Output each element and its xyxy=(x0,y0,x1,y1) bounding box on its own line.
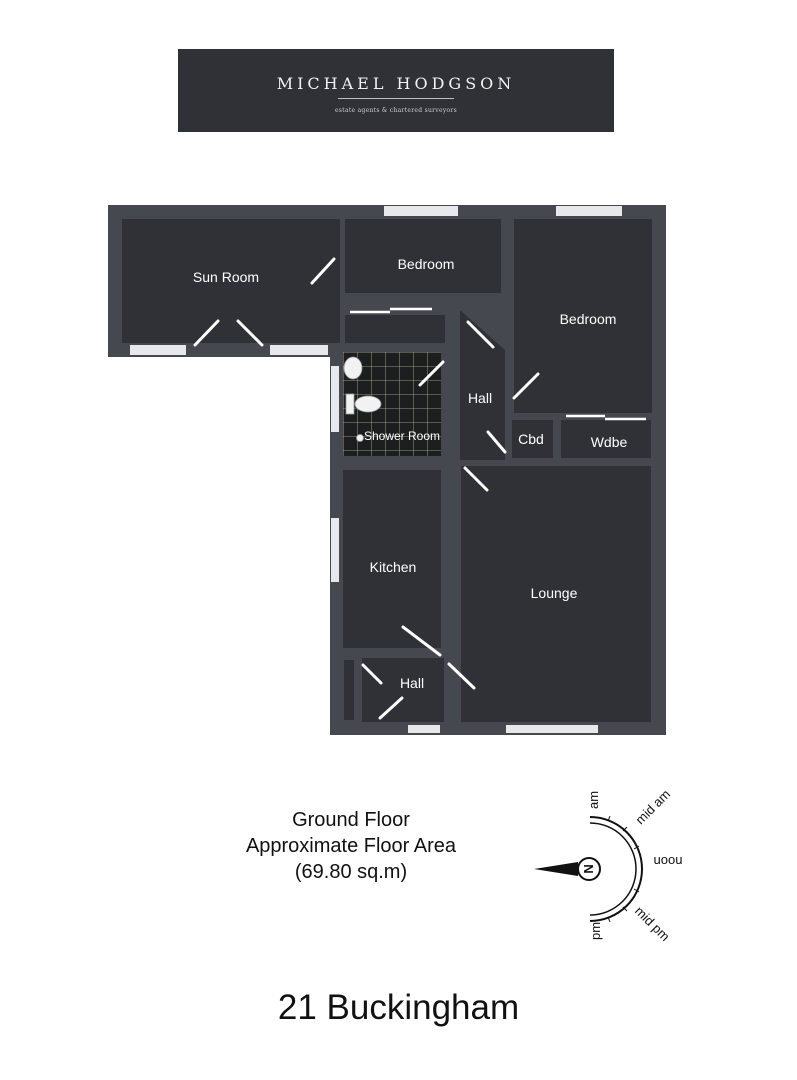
window xyxy=(556,206,622,216)
sun-path-arc-inner xyxy=(589,822,637,916)
room-label-hall-lower: Hall xyxy=(400,675,424,691)
lounge xyxy=(461,466,651,722)
window xyxy=(270,345,328,355)
compass-label-mid-pm: mid pm xyxy=(632,903,673,944)
compass-label-pm: pm xyxy=(588,922,603,940)
sun-path-ticks xyxy=(607,815,640,923)
hall-lower-cupboard xyxy=(344,660,354,720)
brand-name: MICHAEL HODGSON xyxy=(276,74,516,93)
window xyxy=(331,366,339,432)
room-label-bedroom-2: Bedroom xyxy=(560,311,617,327)
brand-banner: MICHAEL HODGSON estate agents & chartere… xyxy=(178,49,614,132)
brand-tagline: estate agents & chartered surveyors xyxy=(335,107,457,114)
hall-lower xyxy=(362,658,444,722)
sliding-doors xyxy=(350,307,646,421)
compass-rose: N am mid am noon mid pm pm xyxy=(534,786,683,944)
doors xyxy=(193,257,540,720)
compass-label-mid-am: mid am xyxy=(632,786,673,827)
room-label-kitchen: Kitchen xyxy=(370,559,417,575)
sun-room xyxy=(122,219,340,343)
north-letter: N xyxy=(581,864,596,873)
room-label-hall-upper: Hall xyxy=(468,390,492,406)
wdbe xyxy=(561,420,651,458)
area-label: Approximate Floor Area xyxy=(245,835,457,857)
toilet-bowl xyxy=(354,395,382,413)
north-marker-icon xyxy=(577,857,601,881)
compass-label-am: am xyxy=(586,791,601,809)
bedroom-1-wardrobe xyxy=(345,315,445,343)
bedroom-2 xyxy=(514,219,652,413)
floor-name: Ground Floor xyxy=(292,809,410,831)
sun-path-arc xyxy=(589,816,643,922)
window xyxy=(384,206,458,216)
window xyxy=(331,518,339,582)
window xyxy=(408,725,440,733)
basin xyxy=(343,356,363,380)
north-arrow-icon xyxy=(534,862,578,876)
window xyxy=(506,725,598,733)
room-label-bedroom-1: Bedroom xyxy=(398,256,455,272)
room-label-lounge: Lounge xyxy=(531,585,578,601)
brand-divider xyxy=(338,98,454,99)
bedroom-1 xyxy=(345,219,501,293)
kitchen xyxy=(343,470,441,648)
sanitaryware xyxy=(343,356,382,442)
room-label-shower-room: Shower Room xyxy=(364,429,440,443)
compass-label-noon: noon xyxy=(654,854,683,869)
floor-area-info: Ground Floor Approximate Floor Area (69.… xyxy=(221,807,481,885)
room-label-cbd: Cbd xyxy=(518,431,544,447)
toilet-cistern xyxy=(345,393,355,415)
area-value: (69.80 sq.m) xyxy=(294,861,408,883)
window xyxy=(130,345,186,355)
shower-head xyxy=(356,434,364,442)
room-label-sun-room: Sun Room xyxy=(193,269,259,285)
room-label-wdbe: Wdbe xyxy=(591,434,628,450)
property-address: 21 Buckingham xyxy=(277,988,520,1027)
cbd xyxy=(512,420,553,458)
